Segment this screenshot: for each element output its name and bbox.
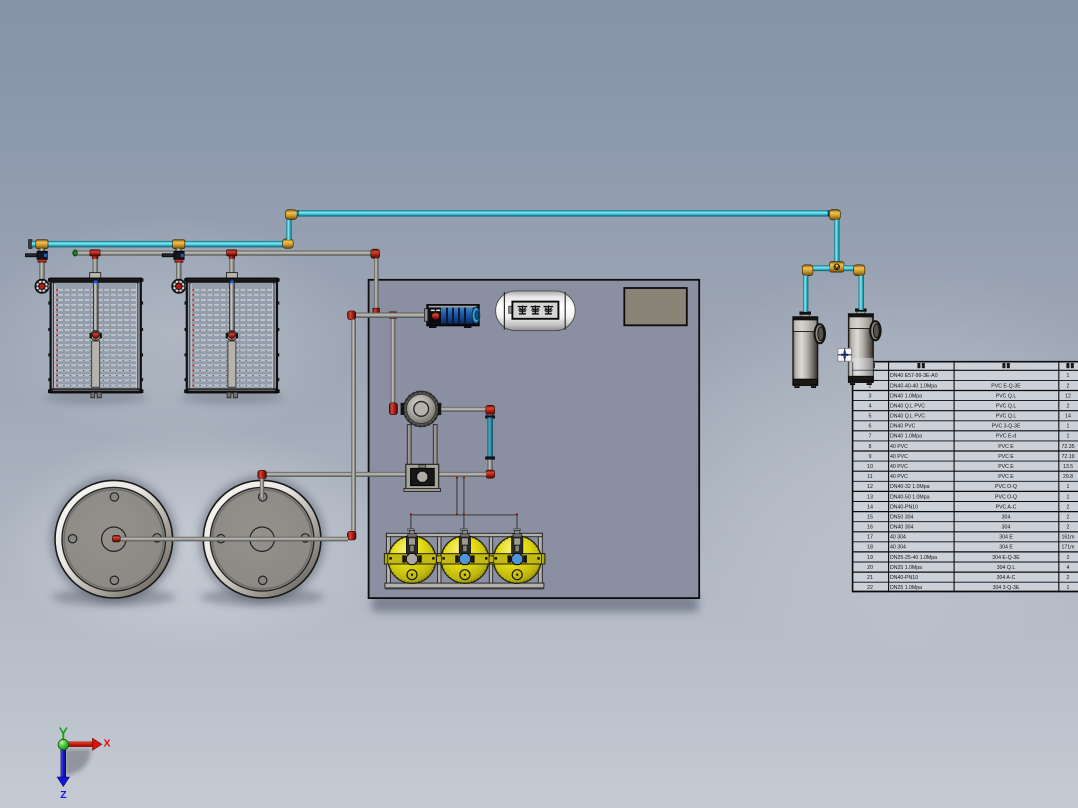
- svg-text:12: 12: [867, 484, 873, 490]
- svg-text:2: 2: [1067, 555, 1070, 561]
- svg-text:PVC E: PVC E: [998, 454, 1014, 460]
- svg-text:171m: 171m: [1062, 545, 1075, 551]
- svg-text:X: X: [103, 738, 110, 750]
- svg-text:PVC Q.L: PVC Q.L: [996, 393, 1017, 399]
- svg-text:7: 7: [869, 434, 872, 440]
- svg-text:304 E: 304 E: [999, 545, 1013, 551]
- svg-text:DN40 E57-99-3E-A0: DN40 E57-99-3E-A0: [890, 373, 938, 379]
- svg-text:304 E: 304 E: [999, 535, 1013, 541]
- svg-text:2: 2: [1067, 383, 1070, 389]
- svg-text:4: 4: [869, 403, 872, 409]
- svg-text:PVC 3-Q-3E: PVC 3-Q-3E: [992, 424, 1021, 430]
- svg-text:1: 1: [1067, 434, 1070, 440]
- svg-text:15: 15: [867, 514, 873, 520]
- svg-text:DN40 Q.L PVC: DN40 Q.L PVC: [890, 414, 925, 420]
- svg-text:1: 1: [1067, 424, 1070, 430]
- svg-text:40 PVC: 40 PVC: [890, 474, 908, 480]
- svg-text:72.35: 72.35: [1062, 444, 1075, 450]
- svg-text:2: 2: [1067, 525, 1070, 531]
- svg-text:304 A-C: 304 A-C: [997, 575, 1016, 581]
- svg-text:40 PVC: 40 PVC: [890, 444, 908, 450]
- svg-text:14: 14: [867, 504, 873, 510]
- svg-text:21: 21: [867, 575, 873, 581]
- svg-text:DN40-PN10: DN40-PN10: [890, 575, 918, 581]
- svg-text:PVC A-C: PVC A-C: [996, 504, 1017, 510]
- svg-text:PVC E: PVC E: [998, 474, 1014, 480]
- svg-text:PVC O-Q: PVC O-Q: [995, 494, 1017, 500]
- svg-text:2: 2: [1067, 403, 1070, 409]
- svg-text:304: 304: [1002, 514, 1011, 520]
- svg-text:DN50 304: DN50 304: [890, 514, 913, 520]
- svg-text:DN25-25-40 1.0Mpa: DN25-25-40 1.0Mpa: [890, 555, 937, 561]
- svg-text:1: 1: [1067, 373, 1070, 379]
- svg-text:18: 18: [867, 545, 873, 551]
- svg-text:2: 2: [1067, 575, 1070, 581]
- svg-text:DN40-PN10: DN40-PN10: [890, 504, 918, 510]
- svg-text:3: 3: [869, 393, 872, 399]
- svg-text:2: 2: [1067, 514, 1070, 520]
- svg-text:PVC E-d: PVC E-d: [996, 434, 1016, 440]
- svg-text:DN40 1.0Mpa: DN40 1.0Mpa: [890, 393, 922, 399]
- svg-text:29.8: 29.8: [1063, 474, 1073, 480]
- svg-text:13.5: 13.5: [1063, 464, 1073, 470]
- svg-text:1: 1: [1067, 585, 1070, 591]
- svg-text:DN25 1.0Mpa: DN25 1.0Mpa: [890, 565, 922, 571]
- svg-text:DN40 Q.L PVC: DN40 Q.L PVC: [890, 403, 925, 409]
- svg-text:14: 14: [1065, 414, 1071, 420]
- svg-text:161m: 161m: [1062, 535, 1075, 541]
- svg-text:4: 4: [1067, 565, 1070, 571]
- svg-text:PVC O-Q: PVC O-Q: [995, 484, 1017, 490]
- svg-text:DN25 1.0Mpa: DN25 1.0Mpa: [890, 585, 922, 591]
- svg-text:22: 22: [867, 585, 873, 591]
- svg-text:DN40-50 1.0Mpa: DN40-50 1.0Mpa: [890, 494, 930, 500]
- svg-text:72.19: 72.19: [1062, 454, 1075, 460]
- svg-text:40 304: 40 304: [890, 535, 906, 541]
- svg-text:40 304: 40 304: [890, 545, 906, 551]
- svg-text:11: 11: [867, 474, 873, 480]
- svg-text:9: 9: [869, 454, 872, 460]
- svg-text:1: 1: [1067, 484, 1070, 490]
- svg-text:20: 20: [867, 565, 873, 571]
- svg-text:PVC E: PVC E: [998, 464, 1014, 470]
- svg-text:DN40 304: DN40 304: [890, 525, 913, 531]
- svg-text:17: 17: [867, 535, 873, 541]
- svg-text:PVC Q.L: PVC Q.L: [996, 414, 1017, 420]
- svg-text:PVC E-Q-3E: PVC E-Q-3E: [991, 383, 1021, 389]
- svg-text:8: 8: [869, 444, 872, 450]
- svg-text:19: 19: [867, 555, 873, 561]
- svg-text:304 E-Q-3E: 304 E-Q-3E: [992, 555, 1020, 561]
- svg-text:304 3-Q-3E: 304 3-Q-3E: [993, 585, 1020, 591]
- svg-text:40 PVC: 40 PVC: [890, 454, 908, 460]
- svg-text:DN40 1.0Mpa: DN40 1.0Mpa: [890, 434, 922, 440]
- svg-text:DN40 PVC: DN40 PVC: [890, 424, 916, 430]
- svg-text:DN40-40-40 1.0Mpa: DN40-40-40 1.0Mpa: [890, 383, 937, 389]
- svg-text:13: 13: [867, 494, 873, 500]
- svg-text:304: 304: [1002, 525, 1011, 531]
- svg-text:6: 6: [869, 424, 872, 430]
- svg-text:10: 10: [867, 464, 873, 470]
- svg-text:DN40-32 1.0Mpa: DN40-32 1.0Mpa: [890, 484, 930, 490]
- svg-text:5: 5: [869, 414, 872, 420]
- svg-text:PVC E: PVC E: [998, 444, 1014, 450]
- svg-text:16: 16: [867, 525, 873, 531]
- svg-text:PVC Q.L: PVC Q.L: [996, 403, 1017, 409]
- svg-text:304 Q.L: 304 Q.L: [997, 565, 1016, 571]
- svg-text:40 PVC: 40 PVC: [890, 464, 908, 470]
- svg-text:2: 2: [1067, 504, 1070, 510]
- svg-text:12: 12: [1065, 393, 1071, 399]
- svg-text:1: 1: [1067, 494, 1070, 500]
- svg-text:2: 2: [869, 383, 872, 389]
- svg-text:Z: Z: [60, 789, 67, 801]
